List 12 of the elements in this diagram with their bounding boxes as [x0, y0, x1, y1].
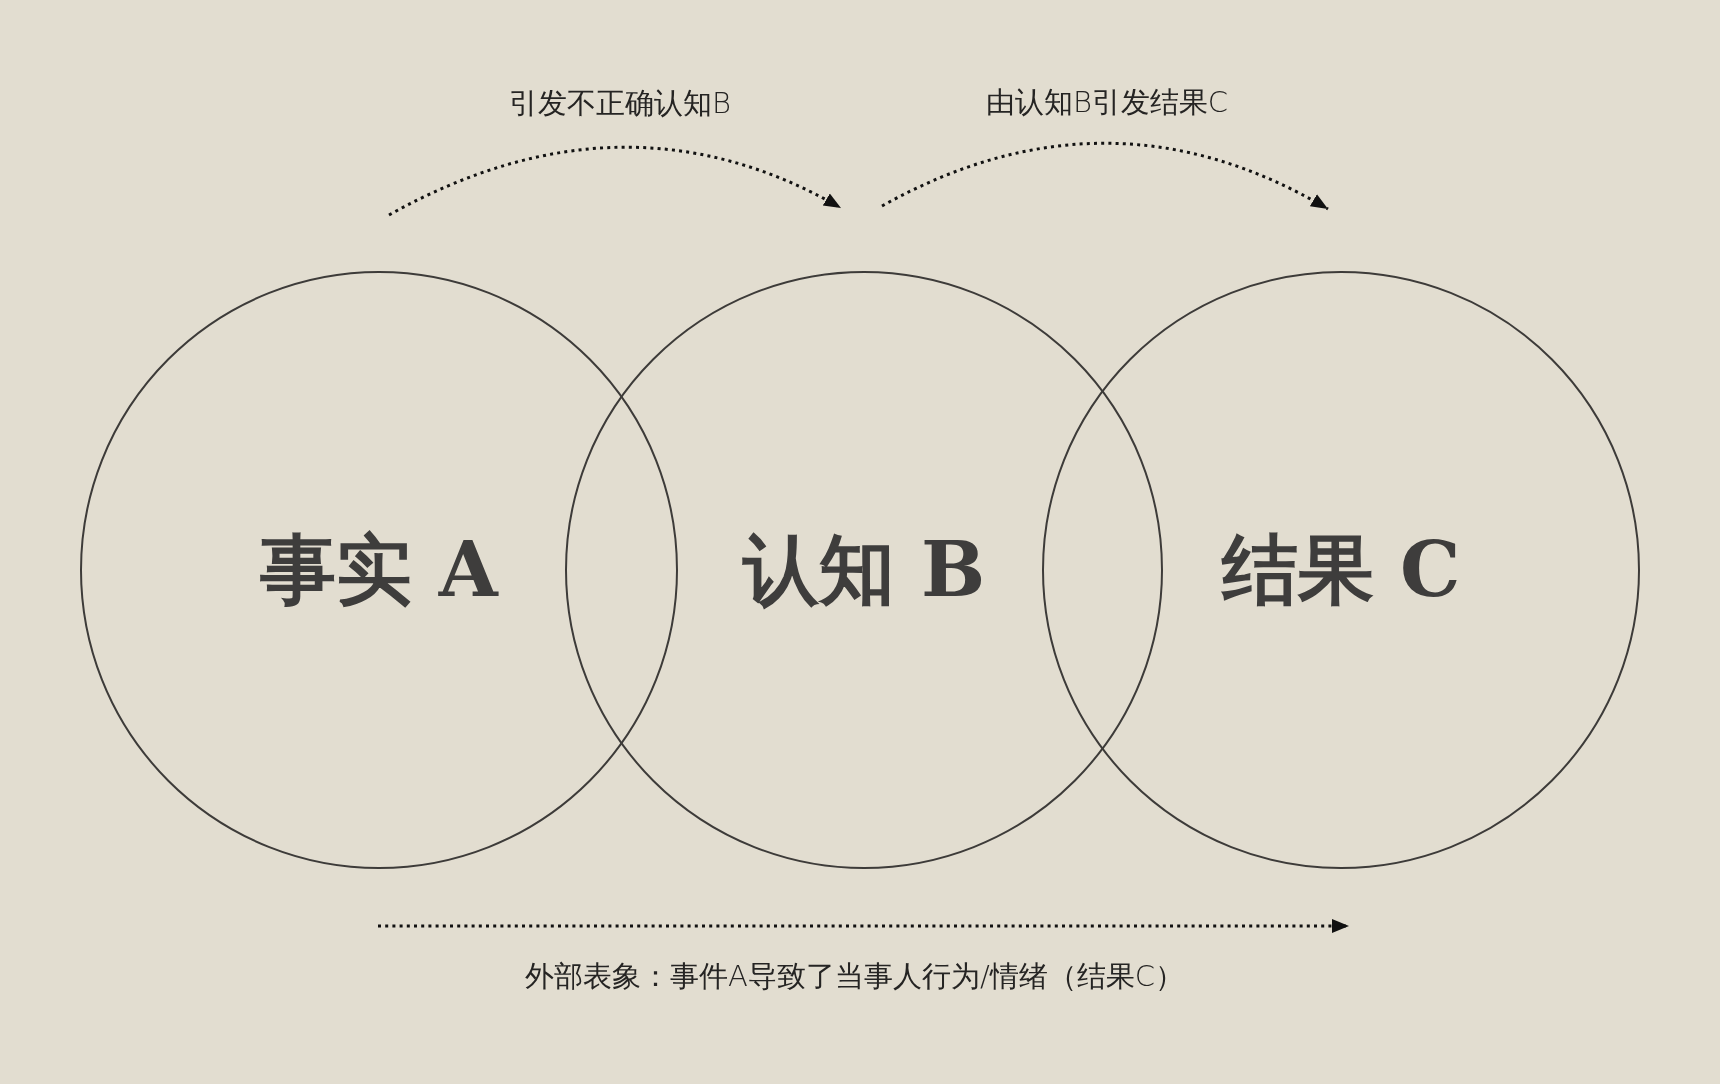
edge-label: 引发不正确认知B: [509, 85, 731, 121]
venn-circle: [1042, 271, 1640, 869]
circle-label: 事实 A: [260, 528, 498, 612]
edge-label: 由认知B引发结果C: [985, 84, 1229, 120]
venn-circle: [565, 271, 1163, 869]
circle-label: 认知 B: [742, 528, 986, 612]
edge-label: 外部表象：事件A导致了当事人行为/情绪（结果C）: [525, 958, 1184, 994]
circle-label: 结果 C: [1221, 528, 1461, 612]
venn-circle: [80, 271, 678, 869]
curved-arrow: [388, 145, 842, 217]
arrow: [378, 919, 1349, 933]
curved-arrow: [881, 141, 1329, 211]
